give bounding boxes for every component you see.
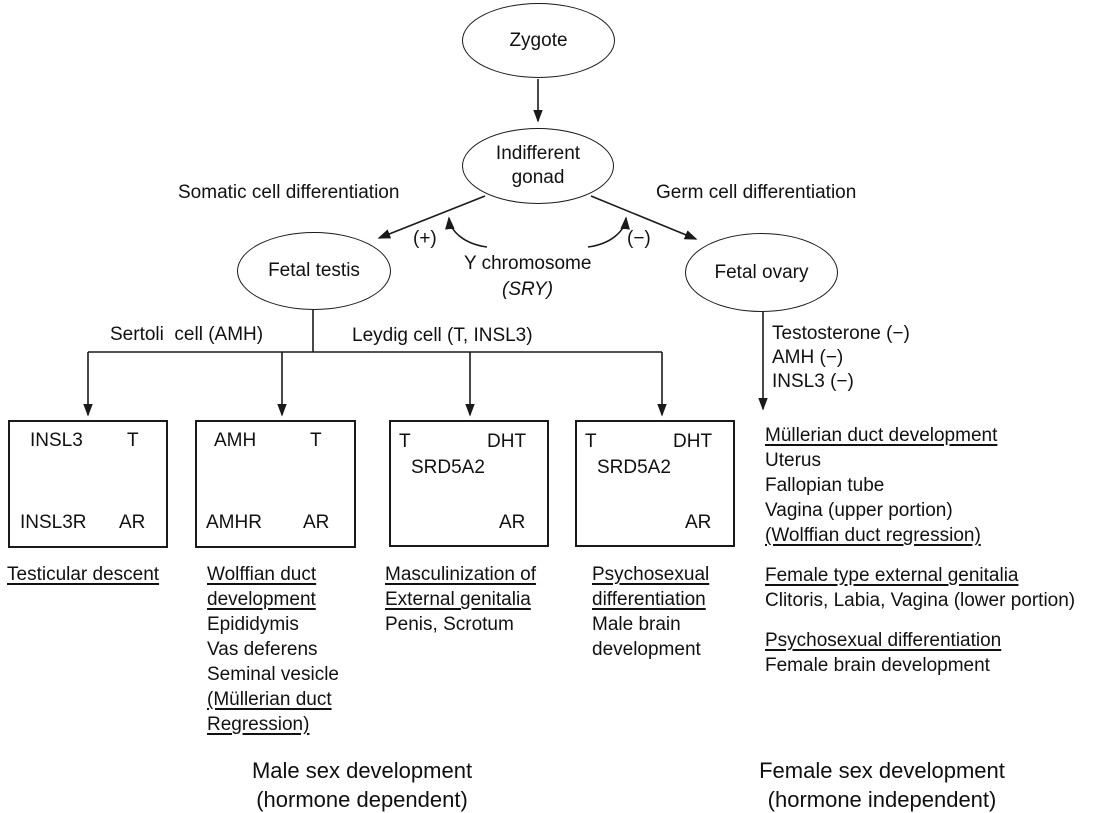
label-somatic-differentiation: Somatic cell differentiation [178,182,400,203]
node-indifferent-gonad: Indifferent gonad [462,128,614,204]
outcome-heading-line: Masculinization of [385,564,537,585]
outcome-item: development [592,639,701,660]
outcome-item: Fallopian tube [765,475,885,496]
outcome-footer-line: (Müllerian duct [207,689,332,710]
box3-dht: DHT [487,431,527,452]
label-germ-differentiation: Germ cell differentiation [656,182,857,203]
label-y-chromosome: Y chromosome [464,253,592,274]
node-fetal-testis: Fetal testis [237,232,391,310]
box4-srd5a2: SRD5A2 [597,457,671,478]
box1-ar: AR [119,512,146,533]
box3-srd5a2: SRD5A2 [411,457,485,478]
box4-ar: AR [685,512,712,533]
outcome-heading-line: Psychosexual [592,564,710,585]
summary-female: Female sex development (hormone independ… [732,756,1032,813]
node-indifferent-gonad-label: Indifferent gonad [495,143,581,188]
node-zygote-label: Zygote [509,29,568,51]
ovary-output-testosterone: Testosterone (−) [772,323,910,344]
curved-arrow-sry-negative [587,216,630,248]
outcome-item: Seminal vesicle [207,664,339,685]
outcome-heading-line: External genitalia [385,589,531,610]
summary-female-line1: Female sex development [759,758,1005,783]
box1-t: T [127,430,139,451]
box4-t: T [585,431,597,452]
label-leydig-cell: Leydig cell (T, INSL3) [352,325,533,346]
outcome-footer-line: Regression) [207,714,310,735]
outcome-footer: (Wolffian duct regression) [765,525,981,546]
box2-amhr: AMHR [206,512,262,533]
outcome-wolffian-duct: Wolffian duct development Epididymis Vas… [207,562,339,737]
outcome-item: Male brain [592,614,681,635]
ovary-output-amh: AMH (−) [772,347,844,368]
outcome-item: Uterus [765,450,821,471]
outcome-heading-line: Wolffian duct [207,564,317,585]
outcome-item: Vas deferens [207,639,318,660]
outcome-heading-line: differentiation [592,589,706,610]
outcome-testicular-descent: Testicular descent [7,562,159,587]
outcome-item: Vagina (upper portion) [765,500,953,521]
outcome-item: Penis, Scrotum [385,614,514,635]
outcome-psychosexual-male: Psychosexual differentiation Male brain … [592,562,709,662]
outcome-item: Clitoris, Labia, Vagina (lower portion) [765,590,1076,611]
outcome-masculinization: Masculinization of External genitalia Pe… [385,562,536,637]
box1-insl3: INSL3 [30,430,83,451]
pathway-box-dht-brain [575,420,735,547]
box2-amh: AMH [214,430,257,451]
outcome-heading: Testicular descent [7,564,160,585]
node-fetal-ovary-label: Fetal ovary [714,261,809,283]
box3-ar: AR [499,512,526,533]
summary-male-line2: (hormone dependent) [256,787,468,812]
node-zygote: Zygote [462,3,615,78]
outcome-heading: Female type external genitalia [765,565,1019,586]
label-sry-gene: (SRY) [502,279,554,300]
curved-arrow-sry-positive [445,216,488,248]
outcome-item: Female brain development [765,655,990,676]
outcome-psychosexual-female: Psychosexual differentiation Female brai… [765,628,1001,678]
ovary-hormone-outputs: Testosterone (−) AMH (−) INSL3 (−) [772,322,910,394]
outcome-heading: Müllerian duct development [765,425,998,446]
box2-t: T [310,430,322,451]
summary-male: Male sex development (hormone dependent) [212,756,512,813]
outcome-heading-line: development [207,589,316,610]
ovary-output-insl3: INSL3 (−) [772,371,854,392]
node-fetal-ovary: Fetal ovary [685,233,838,312]
outcome-female-genitalia: Female type external genitalia Clitoris,… [765,563,1075,613]
node-fetal-testis-label: Fetal testis [268,260,360,281]
box2-ar: AR [303,512,330,533]
label-sertoli-cell: Sertoli cell (AMH) [110,324,264,345]
box3-t: T [399,431,411,452]
outcome-heading: Psychosexual differentiation [765,630,1002,651]
summary-female-line2: (hormone independent) [767,787,997,812]
box1-insl3r: INSL3R [20,512,87,533]
summary-male-line1: Male sex development [251,758,473,783]
label-sry-plus: (+) [413,228,437,249]
pathway-box-dht-genitalia [389,420,549,547]
box4-dht: DHT [673,431,713,452]
outcome-mullerian-duct: Müllerian duct development Uterus Fallop… [765,423,997,548]
pathway-box-insl3 [8,420,168,548]
pathway-box-amh [195,420,356,548]
label-sry-minus: (−) [627,228,651,249]
outcome-item: Epididymis [207,614,299,635]
